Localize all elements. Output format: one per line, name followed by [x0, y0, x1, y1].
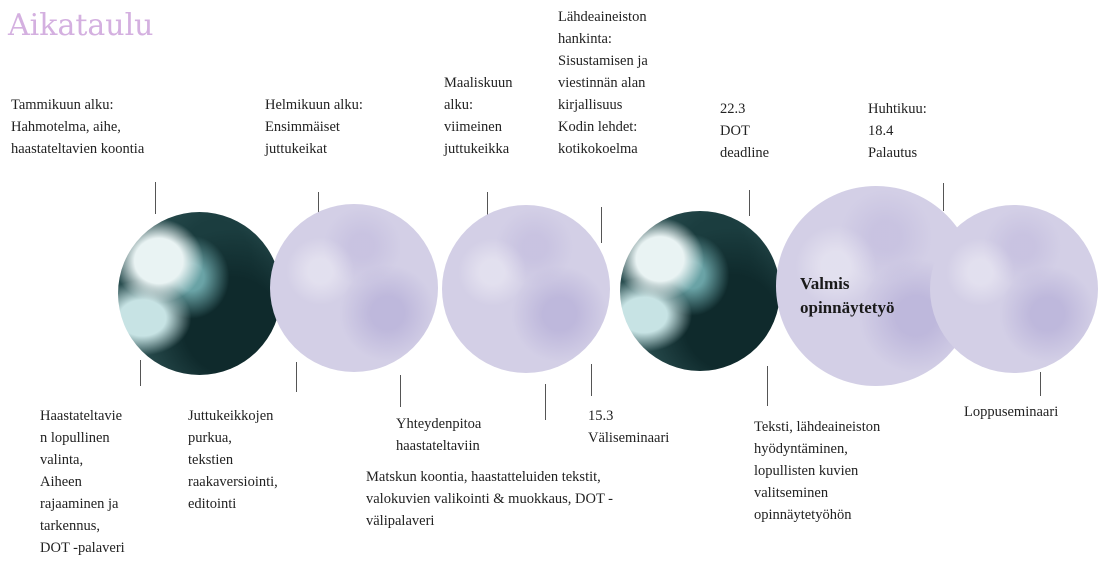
timeline-tick	[140, 360, 141, 386]
timeline-tick	[155, 182, 156, 214]
timeline-tick	[545, 384, 546, 420]
task-label-midseminar: 15.3 Väliseminaari	[588, 408, 670, 446]
timeline-circle	[442, 205, 610, 373]
timeline-circle	[270, 204, 438, 372]
timeline-circle	[118, 212, 281, 375]
timeline-tick	[601, 207, 602, 243]
timeline-tick	[943, 183, 944, 211]
task-label-processing: Juttukeikkojen purkua, tekstien raakaver…	[188, 408, 278, 512]
timeline-circle	[620, 211, 780, 371]
timeline-tick	[1040, 372, 1041, 396]
timeline-tick	[487, 192, 488, 220]
milestone-label-sources: Lähdeaineiston hankinta: Sisustamisen ja…	[558, 9, 648, 157]
milestone-label-feb: Helmikuun alku: Ensimmäiset juttukeikat	[265, 97, 363, 157]
milestone-label-dot-deadline: 22.3 DOT deadline	[720, 101, 770, 161]
timeline-tick	[767, 366, 768, 406]
final-thesis-label: Valmis opinnäytetyö	[800, 274, 895, 317]
milestone-label-jan: Tammikuun alku: Hahmotelma, aihe, haasta…	[11, 97, 145, 157]
timeline-tick	[400, 375, 401, 407]
timeline-tick	[318, 192, 319, 218]
task-label-final-seminar: Loppuseminaari	[964, 404, 1059, 420]
timeline-tick	[296, 362, 297, 392]
milestone-label-april: Huhtikuu: 18.4 Palautus	[868, 101, 927, 161]
timeline-tick	[591, 364, 592, 396]
timeline-circle	[930, 205, 1098, 373]
task-label-compilation: Matskun koontia, haastatteluiden tekstit…	[366, 469, 614, 529]
page-title: Aikataulu	[8, 8, 154, 43]
milestone-label-mar: Maaliskuun alku: viimeinen juttukeikka	[444, 75, 513, 157]
task-label-selection: Haastateltavie n lopullinen valinta, Aih…	[40, 408, 125, 556]
timeline-tick	[749, 190, 750, 216]
task-label-contact: Yhteydenpitoa haastateltaviin	[396, 416, 482, 454]
task-label-final-text: Teksti, lähdeaineiston hyödyntäminen, lo…	[754, 419, 881, 523]
